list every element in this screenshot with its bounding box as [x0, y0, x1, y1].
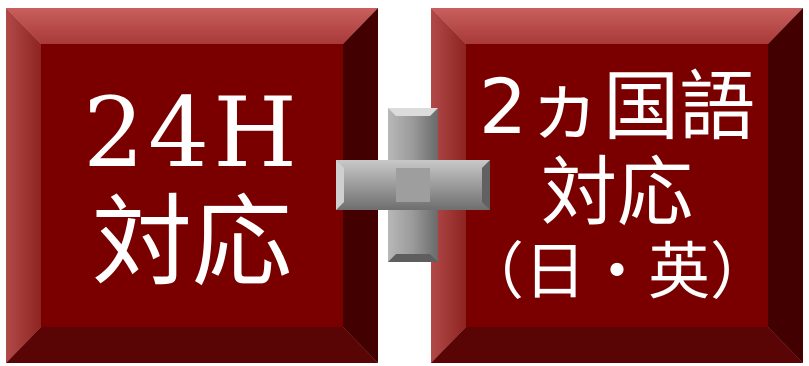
- tile-heading-24h: 24H: [83, 76, 301, 189]
- tile-heading-two-languages: 2ヵ国語: [478, 62, 756, 151]
- tile-subheading-support: 対応: [92, 183, 292, 301]
- tile-bevel: [431, 8, 803, 363]
- tile-language-list: （日・英）: [462, 235, 773, 308]
- feature-tile-24h: 24H 対応: [6, 8, 378, 363]
- tile-label-group: 24H 対応: [41, 44, 343, 327]
- tile-subheading-support: 対応: [541, 148, 693, 237]
- tile-label-group: 2ヵ国語 対応 （日・英）: [462, 36, 772, 336]
- feature-tile-bilingual: 2ヵ国語 対応 （日・英）: [431, 8, 803, 363]
- tile-bevel: [6, 8, 378, 363]
- plus-icon: [336, 108, 490, 262]
